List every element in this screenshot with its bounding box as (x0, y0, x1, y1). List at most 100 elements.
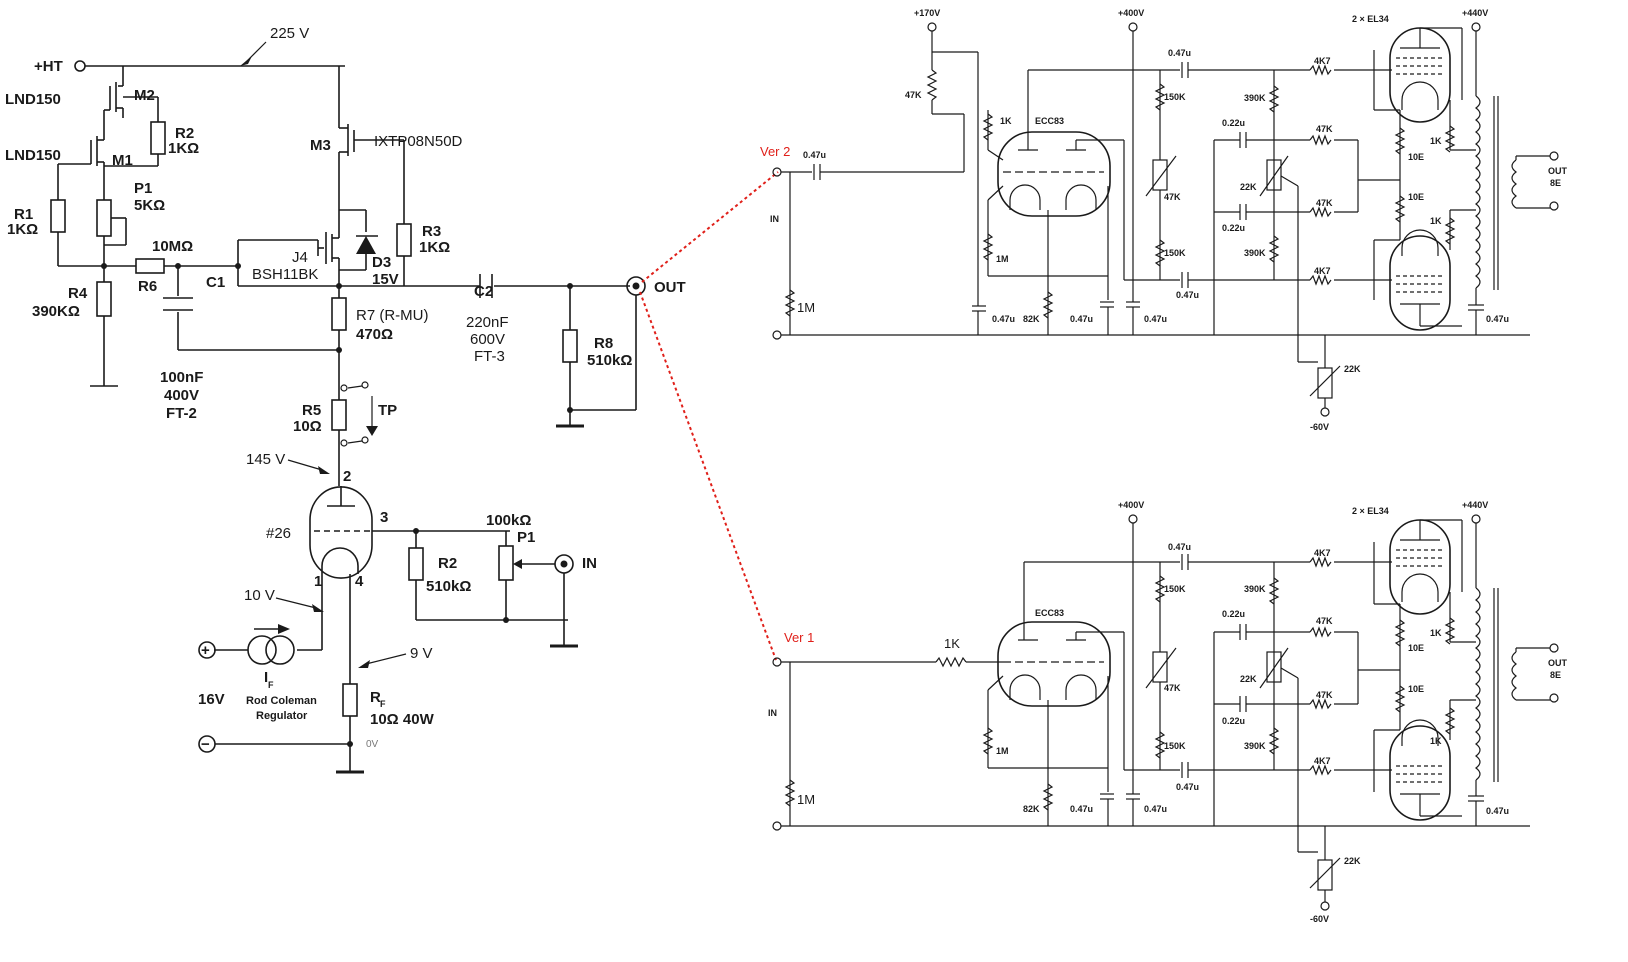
r3-value: 1KΩ (419, 239, 450, 256)
ver1-out8-label: 8E (1550, 670, 1561, 680)
ht-label: +HT (34, 58, 63, 75)
ver1-in-label: IN (768, 708, 777, 718)
r2-top-value: 1KΩ (168, 140, 199, 157)
r2-grid-label: R2 (438, 555, 457, 572)
ver2-el34-upper (1389, 27, 1451, 123)
ver2-r4k7b-label: 4K7 (1314, 266, 1331, 276)
resistor-rf (342, 683, 358, 717)
ver1-r390a-label: 390K (1244, 584, 1266, 594)
c2-voltage: 600V (470, 331, 505, 348)
p1-input-value: 100kΩ (486, 512, 531, 529)
resistor-r8 (562, 329, 578, 363)
c2-type: FT-3 (474, 348, 505, 365)
ver1-cbot-label: 0.47u (1176, 782, 1199, 792)
c1-label: C1 (206, 274, 225, 291)
m2-label: M2 (134, 87, 155, 104)
ver2-output-transformer (1475, 95, 1481, 289)
resistor-r5 (331, 399, 347, 431)
r3-label: R3 (422, 223, 441, 240)
ver2-tag: Ver 2 (760, 144, 790, 159)
v16-label: 16V (198, 691, 225, 708)
cap-100nf-voltage: 400V (164, 387, 199, 404)
ver1-ecc83-tube (997, 621, 1111, 707)
r2-grid-value: 510kΩ (426, 578, 471, 595)
ver1-grid1m-label: 1M (996, 746, 1009, 756)
ver2-ecc83-label: ECC83 (1035, 116, 1064, 126)
p1-input-label: P1 (517, 529, 535, 546)
v9-label: 9 V (410, 645, 433, 662)
m1-label: M1 (112, 152, 133, 169)
ver1-cout-label: 0.47u (1486, 806, 1509, 816)
ver1-r10eb-label: 10E (1408, 684, 1424, 694)
ver1-r150b-label: 150K (1164, 741, 1186, 751)
d3-label: D3 (372, 254, 391, 271)
cap-100nf-type: FT-2 (166, 405, 197, 422)
p1-value: 5KΩ (134, 197, 165, 214)
ver1-pot47-label: 47K (1164, 683, 1181, 693)
pin1-label: 1 (314, 573, 322, 590)
r6-label: R6 (138, 278, 157, 295)
ver1-r1ka-label: 1K (1430, 628, 1442, 638)
ver2-cb-label: 0.47u (1144, 314, 1167, 324)
r7-value: 470Ω (356, 326, 393, 343)
triode-26 (309, 486, 373, 579)
r8-value: 510kΩ (587, 352, 632, 369)
pin4-label: 4 (355, 573, 364, 590)
regulator-name: Rod Coleman (246, 695, 317, 707)
m3-label: M3 (310, 137, 331, 154)
r1-value: 1KΩ (7, 221, 38, 238)
rf-value: 10Ω 40W (370, 711, 435, 728)
ver2-r10ea-label: 10E (1408, 152, 1424, 162)
ver1-el34-upper (1389, 519, 1451, 615)
ver2-out8-label: 8E (1550, 178, 1561, 188)
current-source-regulator (247, 635, 277, 665)
ver2-in-label: IN (770, 214, 779, 224)
ver2-r390b-label: 390K (1244, 248, 1266, 258)
jfet-j4 (317, 232, 339, 264)
resistor-r4 (96, 281, 112, 317)
ver2-r4k7a-label: 4K7 (1314, 56, 1331, 66)
ver1-pot22 (1266, 651, 1282, 683)
ver1-c022b-label: 0.22u (1222, 716, 1245, 726)
ver1-r1kb-label: 1K (1430, 736, 1442, 746)
ver1-cmid-label: 0.47u (1070, 804, 1093, 814)
ver1-k1-label: 1K (944, 636, 960, 651)
v0-label: 0V (366, 739, 379, 750)
resistor-r3 (396, 223, 412, 257)
ver2-r1m-label: 1M (797, 300, 815, 315)
r8-label: R8 (594, 335, 613, 352)
pin3-label: 3 (380, 509, 388, 526)
ver1-pot47 (1152, 651, 1168, 683)
ver2-pot47-label: 47K (1164, 192, 1181, 202)
ver2-grid1m-label: 1M (996, 254, 1009, 264)
el34-label: 2 × EL34 (1352, 14, 1389, 24)
ver1-neg60-label: -60V (1310, 914, 1329, 924)
ver2-cout-label: 0.47u (1486, 314, 1509, 324)
if-subscript: F (268, 680, 274, 690)
ver1-bias-pot (1317, 859, 1333, 891)
ver2-pot22-label: 22K (1240, 182, 1257, 192)
amplifier-ver1: Ver 1 +400V +440V 2 × EL34 1K IN 1M ECC8… (768, 500, 1568, 924)
mosfet-m3 (338, 66, 404, 238)
ver2-r47a-label: 47K (1316, 124, 1333, 134)
ver2-bias-label: 22K (1344, 364, 1361, 374)
pin2-label: 2 (343, 468, 351, 485)
resistor-r2-grid (408, 547, 424, 581)
ver1-ctop-label: 0.47u (1168, 542, 1191, 552)
ver2-r150a-label: 150K (1164, 92, 1186, 102)
j4-label: J4 (292, 249, 308, 266)
resistor-r6 (135, 258, 165, 274)
v440-label: +440V (1462, 8, 1488, 18)
resistor-r7 (331, 297, 347, 331)
mosfet-m1 (57, 110, 105, 200)
connector-ver1 (639, 291, 777, 661)
d3-value: 15V (372, 271, 399, 288)
potentiometer-p1-input (498, 545, 514, 581)
ver1-r1m-label: 1M (797, 792, 815, 807)
ver2-k1-label: 1K (1000, 116, 1012, 126)
r5-value: 10Ω (293, 418, 322, 435)
ver1-r10ea-label: 10E (1408, 643, 1424, 653)
v170-label: +170V (914, 8, 940, 18)
regulator-label: Regulator (256, 710, 308, 722)
